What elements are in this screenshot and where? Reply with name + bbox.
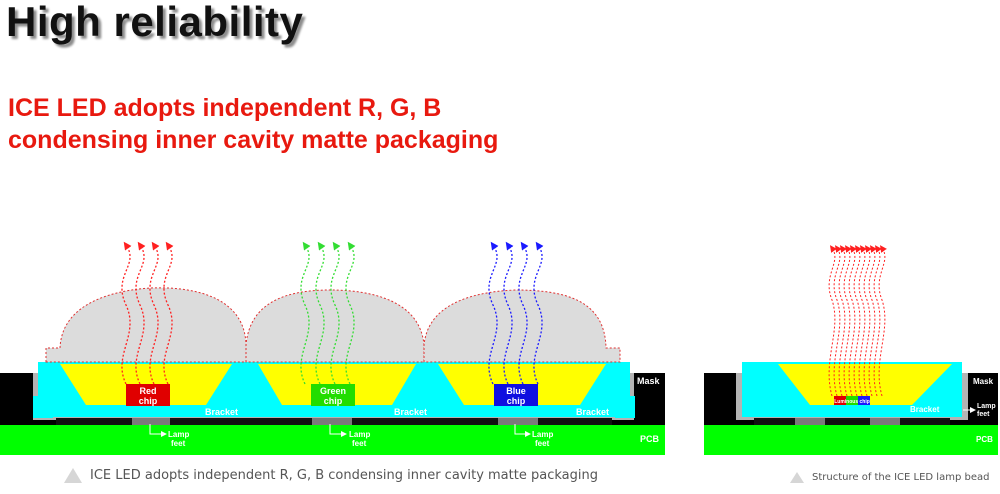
luminous-chip-label: Luminous chip bbox=[834, 399, 870, 405]
chip-red-label-2: chip bbox=[139, 396, 158, 406]
triangle-icon bbox=[790, 472, 804, 483]
bracket-label-1: Bracket bbox=[205, 407, 238, 417]
chip-blue-label-2: chip bbox=[507, 396, 526, 406]
right-reflector-cup bbox=[778, 364, 952, 405]
chip-red-label-1: Red bbox=[139, 386, 156, 396]
blue-light-rays bbox=[488, 241, 544, 385]
red-light-rays bbox=[121, 241, 174, 385]
lamp-feet-label-1a: Lamp bbox=[168, 430, 189, 439]
left-diagram-caption: ICE LED adopts independent R, G, B conde… bbox=[64, 468, 598, 483]
lens-dome-red bbox=[45, 287, 247, 363]
red-ray bbox=[121, 241, 132, 385]
blue-ray bbox=[488, 241, 499, 385]
blue-ray bbox=[518, 241, 529, 385]
right-caption-text: Structure of the ICE LED lamp bead bbox=[812, 472, 990, 483]
chip-green-label-2: chip bbox=[324, 396, 343, 406]
blue-ray bbox=[503, 241, 514, 385]
right-pcb-label: PCB bbox=[976, 435, 993, 444]
right-lamp-feet-label-b: feet bbox=[977, 411, 990, 418]
subtitle-line-1: ICE LED adopts independent R, G, B bbox=[8, 94, 442, 122]
left-led-diagram: Red chip Green chip Blue chip Bracket Br… bbox=[0, 241, 665, 455]
left-mask-label: Mask bbox=[637, 376, 661, 386]
green-ray bbox=[345, 241, 356, 385]
lens-dome-green bbox=[245, 289, 425, 363]
green-ray bbox=[315, 241, 326, 385]
chip-red bbox=[126, 384, 170, 406]
lamp-feet-label-2a: Lamp bbox=[349, 430, 370, 439]
lamp-foot-2 bbox=[312, 418, 352, 425]
subtitle-line-2: condensing inner cavity matte packaging bbox=[8, 126, 499, 154]
left-pcb bbox=[0, 425, 665, 455]
right-led-diagram: Luminous chip Bracket Mask PCB Lamp feet bbox=[704, 245, 998, 455]
lamp-feet-label-3b: feet bbox=[535, 439, 550, 448]
green-ray bbox=[300, 241, 311, 385]
chip-blue-label-1: Blue bbox=[506, 386, 526, 396]
green-ray bbox=[330, 241, 341, 385]
right-diagram-caption: Structure of the ICE LED lamp bead bbox=[790, 472, 989, 483]
chip-green-label-1: Green bbox=[320, 386, 346, 396]
chip-blue bbox=[494, 384, 538, 406]
red-ray bbox=[149, 241, 160, 385]
green-light-rays bbox=[300, 241, 356, 385]
lamp-foot-3 bbox=[498, 418, 538, 425]
left-caption-text: ICE LED adopts independent R, G, B conde… bbox=[90, 468, 598, 483]
bracket-label-3: Bracket bbox=[576, 407, 609, 417]
red-ray bbox=[163, 241, 174, 385]
right-pcb bbox=[704, 425, 998, 455]
right-light-rays bbox=[828, 245, 887, 397]
blue-ray bbox=[533, 241, 544, 385]
lens-dome-blue bbox=[423, 289, 621, 363]
lamp-feet-label-2b: feet bbox=[352, 439, 367, 448]
triangle-icon bbox=[64, 468, 82, 483]
page-title: High reliability bbox=[6, 0, 304, 45]
right-bracket-label: Bracket bbox=[910, 405, 940, 414]
right-mask-label: Mask bbox=[973, 377, 994, 386]
subtitle: ICE LED adopts independent R, G, B conde… bbox=[8, 92, 498, 156]
bracket-label-2: Bracket bbox=[394, 407, 427, 417]
red-ray bbox=[135, 241, 146, 385]
right-lamp-feet-label-a: Lamp bbox=[977, 403, 996, 410]
chip-green bbox=[311, 384, 355, 406]
lamp-feet-label-1b: feet bbox=[171, 439, 186, 448]
lamp-foot-1 bbox=[132, 418, 170, 425]
left-pcb-label: PCB bbox=[640, 434, 660, 444]
lamp-feet-label-3a: Lamp bbox=[532, 430, 553, 439]
